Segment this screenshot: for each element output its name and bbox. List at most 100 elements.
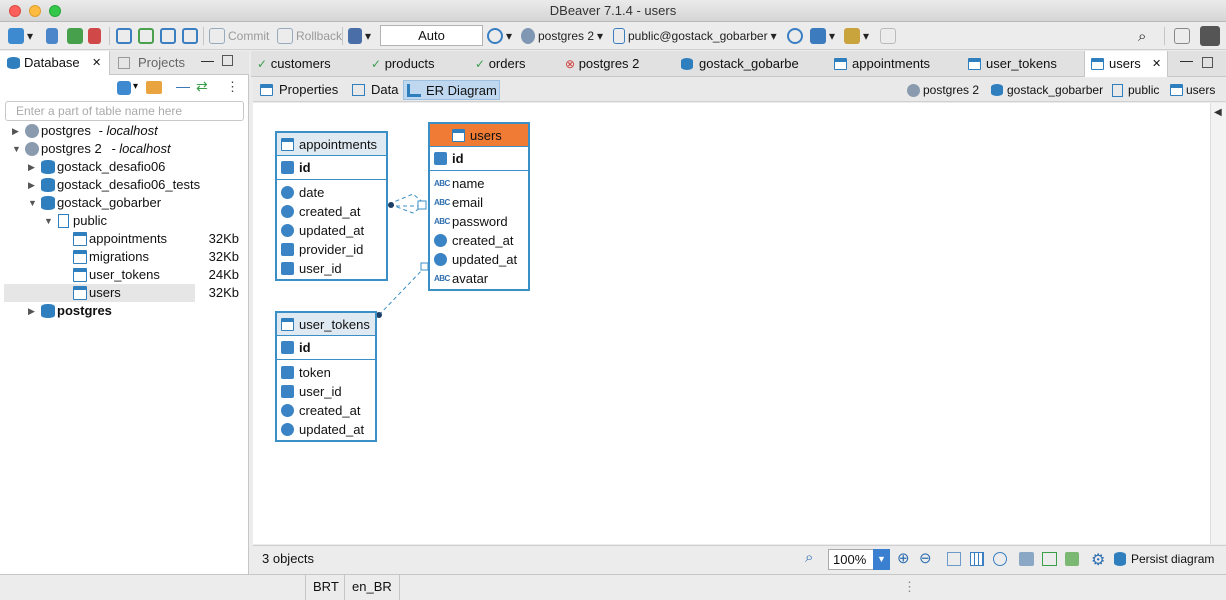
transaction-mode-field[interactable]: Auto <box>380 25 483 46</box>
tree-item-postgres2-connection[interactable]: ▼ postgres 2 - localhost <box>12 141 171 156</box>
disconnect-button[interactable] <box>88 26 101 46</box>
subtab-data[interactable]: Data <box>349 80 398 100</box>
breadcrumb-schema[interactable]: public <box>1112 80 1159 100</box>
er-diagram-canvas[interactable]: appointments id date created_at updated_… <box>253 103 1210 544</box>
zoom-search-icon[interactable]: ⌕ <box>805 549 814 566</box>
tab-database[interactable]: Database ✕ <box>0 51 110 75</box>
layout-icon[interactable] <box>947 552 961 566</box>
tree-item-database[interactable]: ▶ gostack_desafio06 <box>28 159 166 174</box>
print-icon[interactable] <box>1019 552 1034 566</box>
export-image-icon[interactable] <box>1042 552 1057 566</box>
new-script-button[interactable] <box>160 26 176 46</box>
maximize-panel-icon[interactable] <box>222 55 233 66</box>
status-bar-handle-icon[interactable]: ⋮ <box>903 579 916 594</box>
zoom-out-icon[interactable]: ⊖ <box>919 550 932 567</box>
tab-appointments[interactable]: appointments <box>832 51 930 77</box>
dropdown-arrow-icon[interactable]: ▾ <box>133 81 139 92</box>
entity-column[interactable]: token <box>277 363 375 382</box>
entity-user-tokens[interactable]: user_tokens id token user_id created_at … <box>275 311 377 442</box>
sql-console-button[interactable] <box>182 26 198 46</box>
tab-customers[interactable]: ✓ customers <box>257 51 331 77</box>
breadcrumb-database[interactable]: gostack_gobarber <box>991 80 1103 100</box>
entity-column[interactable]: updated_at <box>430 250 528 269</box>
tree-item-schema[interactable]: ▼ public <box>44 213 107 228</box>
minimize-editor-icon[interactable]: — <box>1180 53 1193 68</box>
entity-column[interactable]: user_id <box>277 382 375 401</box>
tree-item-table-selected[interactable]: users 32Kb <box>4 284 245 302</box>
entity-column[interactable]: created_at <box>430 231 528 250</box>
tree-item-table[interactable]: migrations 32Kb <box>4 248 245 266</box>
entity-column[interactable]: created_at <box>277 202 386 221</box>
dbeaver-perspective-button[interactable] <box>1200 26 1220 46</box>
entity-header[interactable]: appointments <box>277 133 386 156</box>
diagram-palette-toggle[interactable]: ◀ <box>1210 103 1226 544</box>
entity-column[interactable]: date <box>277 183 386 202</box>
sql-editor-button[interactable] <box>116 26 132 46</box>
refresh-layout-icon[interactable] <box>993 552 1007 566</box>
tab-user-tokens[interactable]: user_tokens <box>966 51 1057 77</box>
new-connection-icon[interactable] <box>117 81 131 95</box>
active-datasource-selector[interactable]: postgres 2▾ <box>521 26 603 46</box>
tree-item-database[interactable]: ▶ gostack_desafio06_tests <box>28 177 201 192</box>
relation-appointments-users-provider[interactable] <box>387 193 426 214</box>
zoom-in-icon[interactable]: ⊕ <box>897 550 910 567</box>
breadcrumb-table[interactable]: users <box>1170 80 1215 100</box>
tree-item-database[interactable]: ▶ postgres <box>28 303 112 318</box>
collapse-palette-icon[interactable]: ◀ <box>1214 107 1222 118</box>
explain-plan-button[interactable]: ▾ <box>810 26 835 46</box>
dashboard-button[interactable] <box>787 26 803 46</box>
entity-column[interactable]: provider_id <box>277 240 386 259</box>
maximize-editor-icon[interactable] <box>1202 57 1213 68</box>
tab-gostack-gobarber[interactable]: gostack_gobarbe <box>679 51 799 77</box>
tree-item-table[interactable]: user_tokens 24Kb <box>4 266 245 284</box>
tree-item-table[interactable]: appointments 32Kb <box>4 230 245 248</box>
link-with-editor-icon[interactable]: ⇄ <box>196 78 208 94</box>
transaction-log-button[interactable]: ▾ <box>487 26 512 46</box>
entity-column[interactable]: user_id <box>277 259 386 278</box>
collapse-all-icon[interactable]: — <box>176 78 190 94</box>
transaction-mode-dropdown[interactable]: ▾ <box>348 26 371 46</box>
gear-icon[interactable]: ⚙ <box>1091 552 1106 569</box>
connect-button[interactable] <box>46 26 58 46</box>
entity-primary-key[interactable]: id <box>430 147 528 171</box>
subtab-properties[interactable]: Properties <box>257 80 338 100</box>
tools-button[interactable]: ▾ <box>844 26 869 46</box>
open-perspective-button[interactable] <box>1174 26 1190 46</box>
grid-icon[interactable] <box>970 552 984 566</box>
table-filter-input[interactable]: Enter a part of table name here <box>5 101 244 121</box>
open-sql-script-button[interactable] <box>138 26 154 46</box>
entity-column[interactable]: updated_at <box>277 420 375 439</box>
entity-column[interactable]: created_at <box>277 401 375 420</box>
breadcrumb-datasource[interactable]: postgres 2 <box>907 80 979 100</box>
search-button[interactable]: ⌕ <box>1138 26 1146 46</box>
entity-column[interactable]: updated_at <box>277 221 386 240</box>
entity-appointments[interactable]: appointments id date created_at updated_… <box>275 131 388 281</box>
save-icon[interactable] <box>1065 552 1079 566</box>
persist-diagram-button[interactable]: Persist diagram <box>1131 552 1215 566</box>
tab-postgres-2[interactable]: ⊗ postgres 2 <box>565 51 639 77</box>
tab-products[interactable]: ✓ products <box>371 51 435 77</box>
tree-item-postgres-connection[interactable]: ▶ postgres - localhost <box>12 123 158 138</box>
close-tab-icon[interactable]: ✕ <box>1152 58 1162 70</box>
new-connection-button[interactable]: ▾ <box>8 26 33 46</box>
tab-orders[interactable]: ✓ orders <box>475 51 526 77</box>
entity-primary-key[interactable]: id <box>277 336 375 360</box>
close-tab-icon[interactable]: ✕ <box>92 57 102 69</box>
tab-projects[interactable]: Projects <box>114 51 194 75</box>
rollback-button[interactable]: Rollback <box>277 26 342 46</box>
subtab-er-diagram[interactable]: ER Diagram <box>403 80 500 100</box>
reconnect-button[interactable] <box>67 26 83 46</box>
tree-item-database[interactable]: ▼ gostack_gobarber <box>28 195 162 210</box>
zoom-window-button[interactable] <box>49 5 61 17</box>
commit-button[interactable]: Commit <box>209 26 269 46</box>
entity-header[interactable]: user_tokens <box>277 313 375 336</box>
entity-primary-key[interactable]: id <box>277 156 386 180</box>
active-schema-selector[interactable]: public@gostack_gobarber▾ <box>613 26 777 46</box>
minimize-window-button[interactable] <box>29 5 41 17</box>
tab-users[interactable]: users✕ <box>1084 51 1168 77</box>
